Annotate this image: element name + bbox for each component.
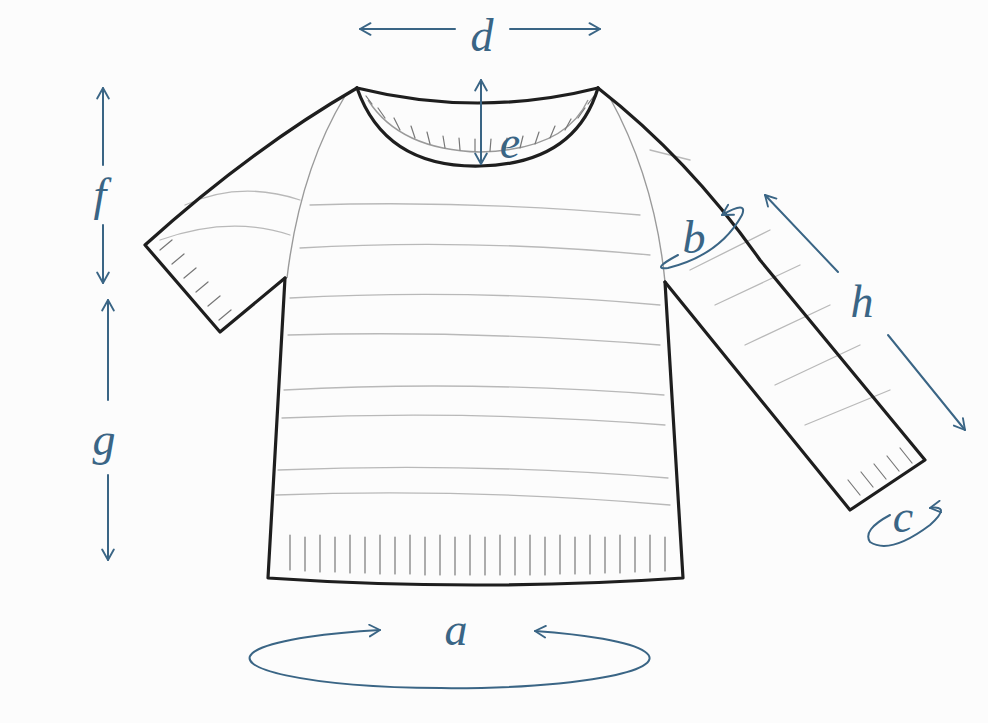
dimension-arrow [765,195,838,272]
stripe [300,244,650,255]
seam-lines [287,96,665,282]
hem-rib [290,535,665,575]
short-sleeve-outline [145,88,357,332]
dimension-arrow [888,335,965,430]
dimension-arrow [102,225,104,283]
dimension-arrow [480,80,482,164]
body-outline [268,278,683,585]
dimension-arrow [360,28,455,30]
front-neck [357,88,598,166]
dimension-arrow [107,475,109,560]
sweater-outline [145,88,925,585]
circumference-arrow [661,208,743,269]
dimension-letter: c [893,494,913,540]
dimension-arrows [103,29,965,688]
stripe [284,386,664,395]
dimension-letter: d [471,13,494,59]
stripe [745,305,830,345]
stripe [715,265,800,305]
dimension-letter: b [683,215,706,261]
dimension-arrow [510,28,600,30]
dimension-letter: f [94,172,107,218]
stripe [290,294,660,305]
stripe [282,415,665,425]
stripe [276,493,670,505]
raglan-seam [610,98,665,282]
dimension-arrow [102,88,104,165]
stripe [160,226,290,240]
stripe [805,390,890,425]
stripe [288,334,660,345]
stripe [278,467,668,478]
dimension-letter: g [93,417,116,463]
stripe [185,191,300,205]
back-neck [357,88,598,103]
dimension-arrow [107,300,109,400]
raglan-seam [287,96,345,278]
cuff-rib [160,240,231,320]
cuff-rib [848,448,912,495]
dimension-letter: e [500,120,520,166]
stripe [310,204,640,215]
long-sleeve-outline [598,88,925,510]
dimension-letter: h [851,279,874,325]
dimension-letter: a [445,607,468,653]
stripe-lines [160,150,890,505]
